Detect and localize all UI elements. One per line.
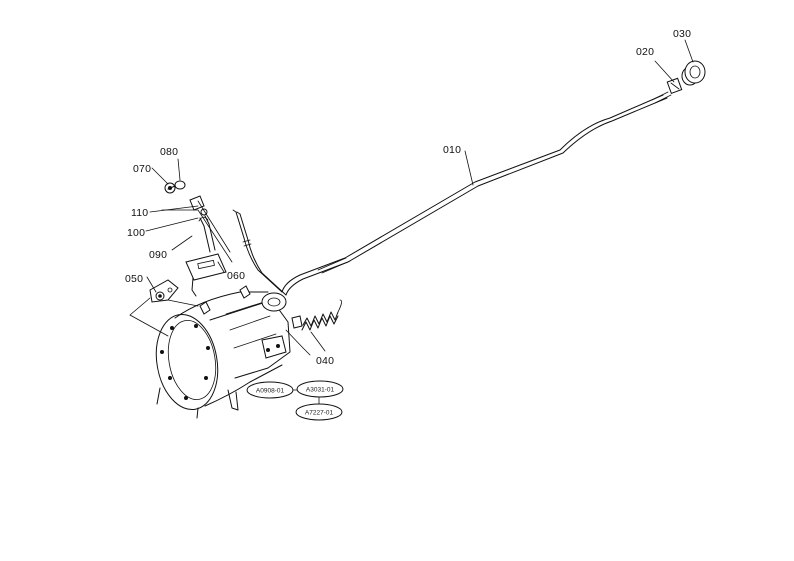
ref-code-1: A0908-01 (256, 388, 285, 395)
rod-010 (232, 91, 672, 296)
knob-030 (681, 60, 706, 86)
label-060: 060 (227, 270, 245, 282)
bracket-bolt-050 (149, 279, 179, 303)
label-040: 040 (316, 355, 334, 367)
label-100: 100 (127, 227, 145, 239)
nut-020 (666, 77, 683, 94)
housing (155, 285, 311, 419)
spring-040 (301, 299, 342, 331)
label-030: 030 (673, 28, 691, 40)
label-090: 090 (149, 249, 167, 261)
leader-lines (129, 39, 694, 352)
label-080: 080 (160, 146, 178, 158)
bracket-assembly (185, 195, 227, 297)
bolt-080 (167, 180, 186, 190)
label-050: 050 (125, 273, 143, 285)
reference-codes: A0908-01 A3031-01 A7227-01 (246, 380, 344, 421)
ref-code-2: A3031-01 (306, 387, 335, 394)
ref-code-3: A7227-01 (305, 410, 334, 417)
label-010: 010 (443, 144, 461, 156)
label-020: 020 (636, 46, 654, 58)
label-070: 070 (133, 163, 151, 175)
label-110: 110 (131, 207, 148, 219)
